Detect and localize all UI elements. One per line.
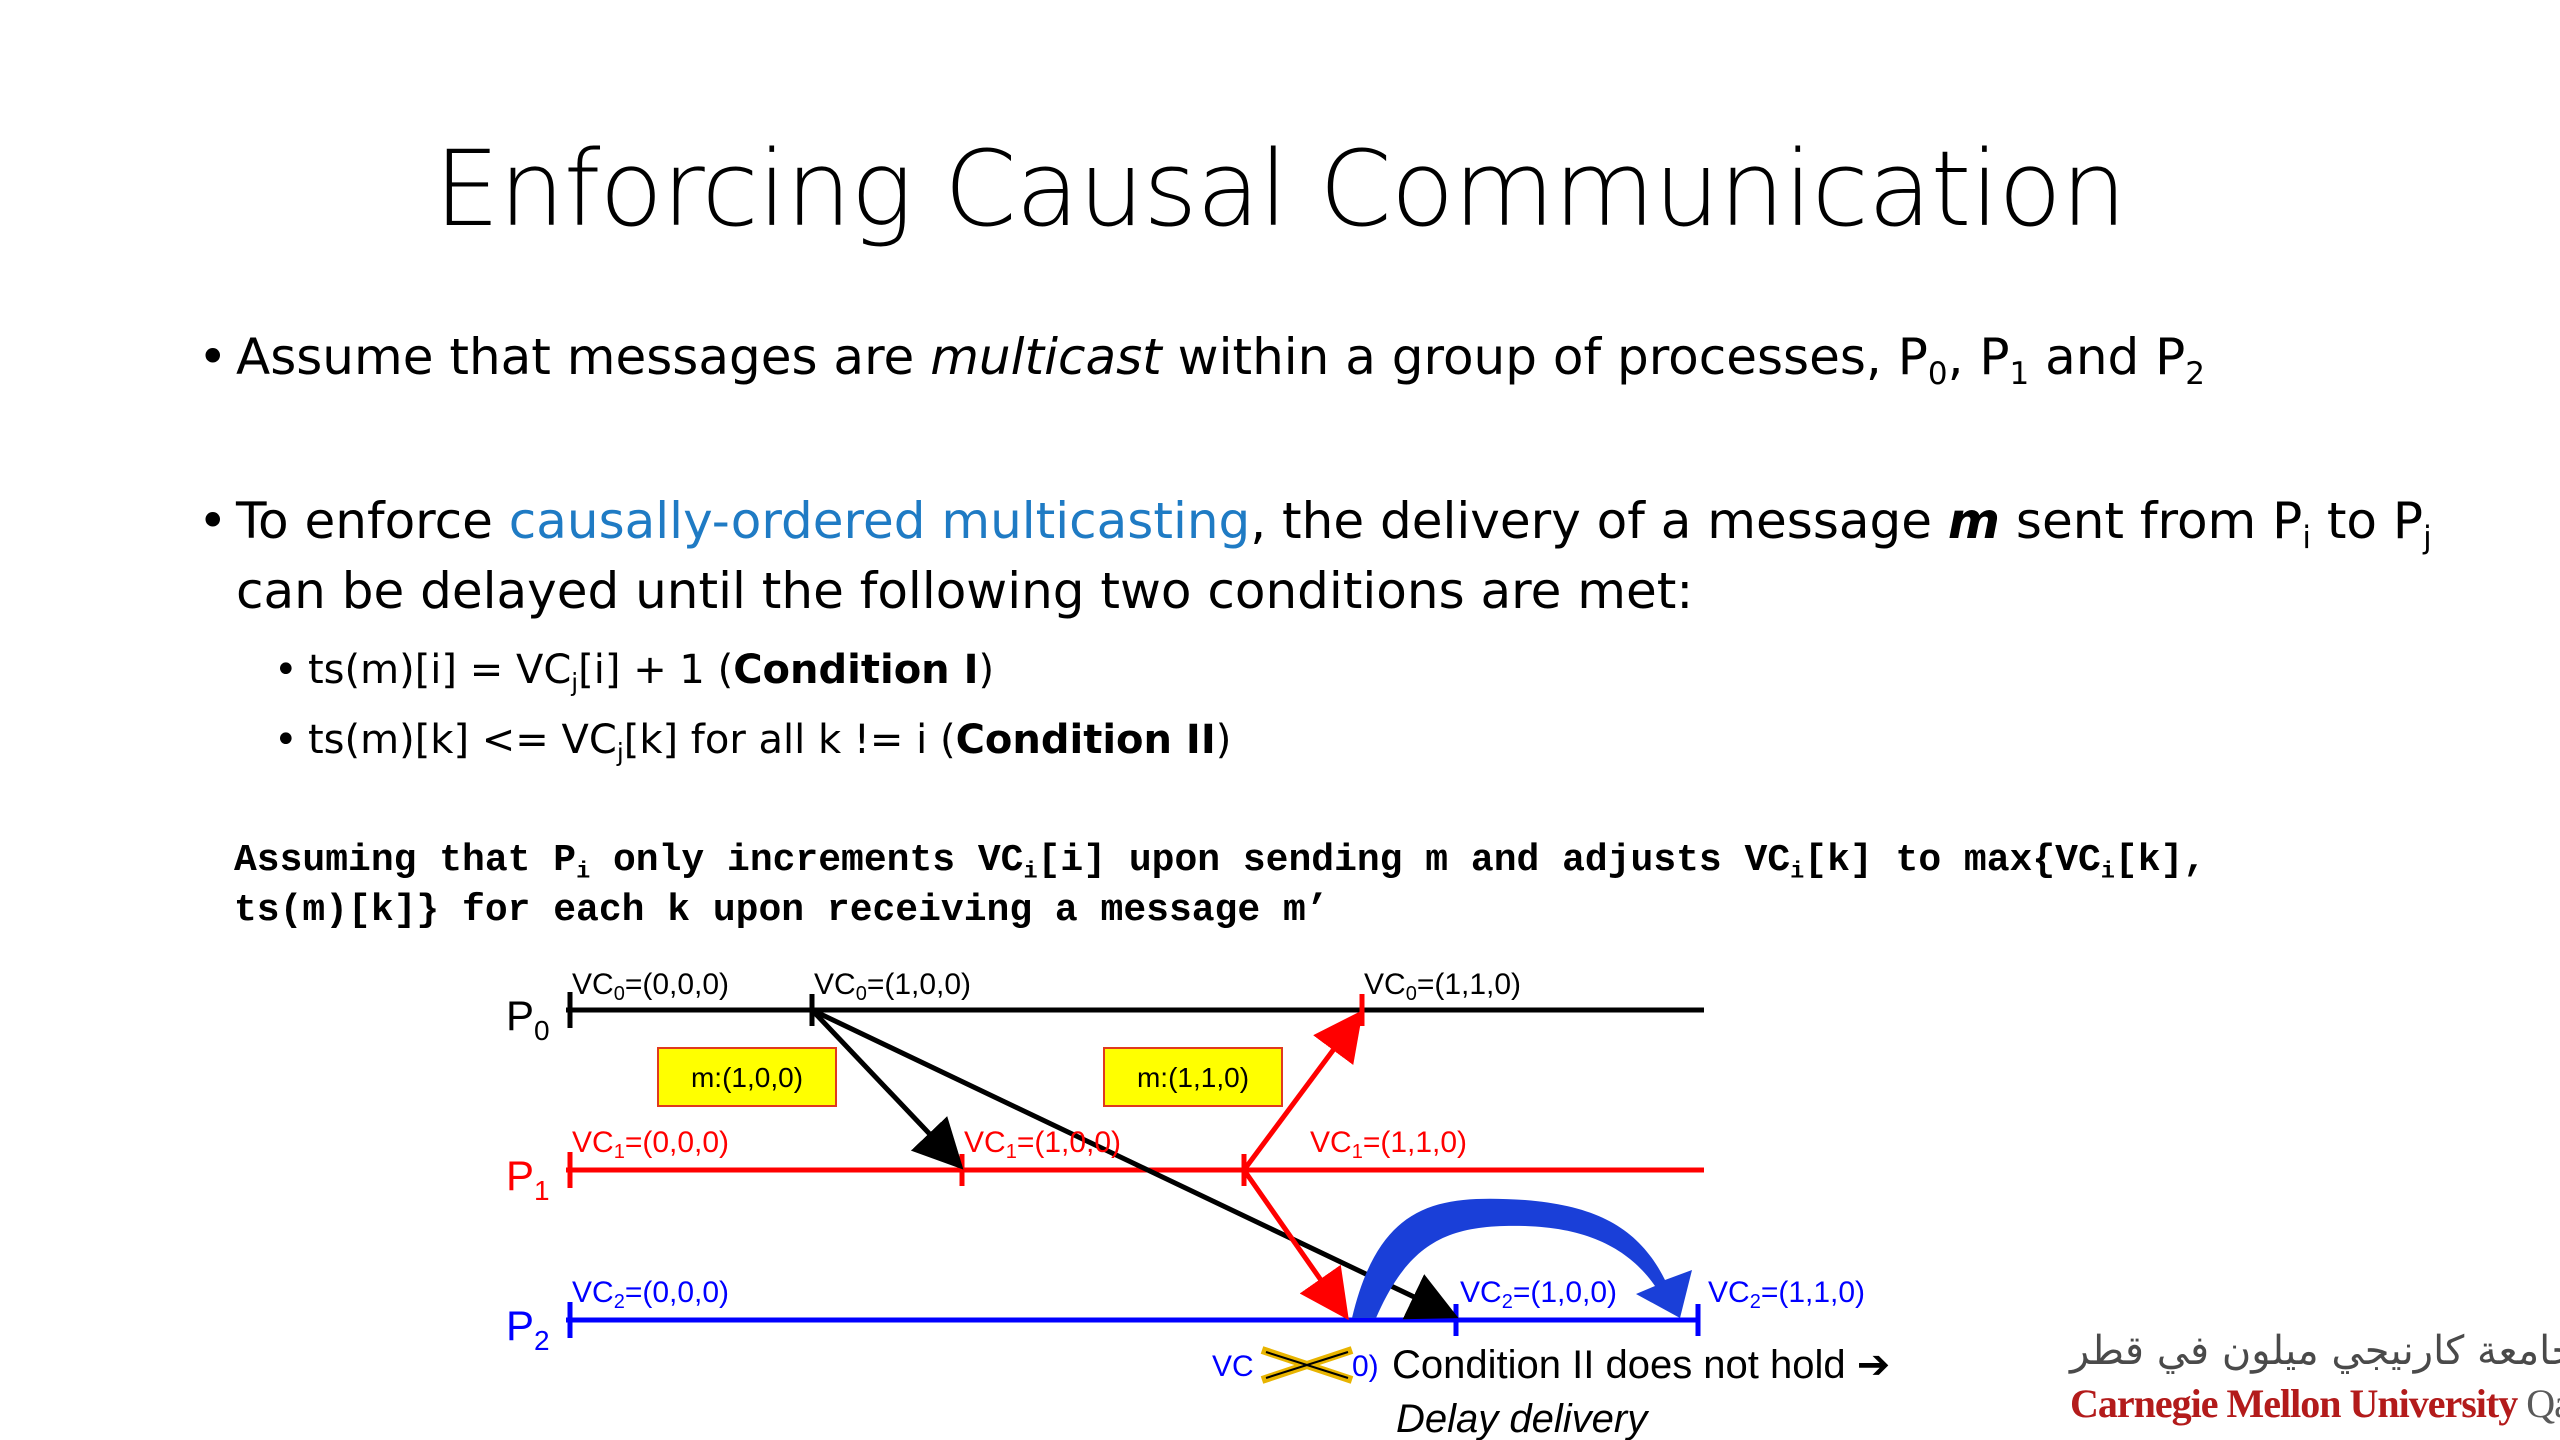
- logo-english: Carnegie Mellon University Qatar: [2070, 1381, 2560, 1426]
- message-p1-to-p0: [1241, 1009, 1363, 1172]
- message-box-1-label: m:(1,0,0): [691, 1062, 803, 1093]
- assumption-text: Assuming that Pi only increments VCi[i] …: [234, 839, 2207, 932]
- bullet-multicast: • Assume that messages are multicast wit…: [198, 322, 2205, 392]
- p0-vc-initial: VC0=(0,0,0): [572, 968, 729, 1005]
- causal-multicast-link[interactable]: causally-ordered multicasting: [508, 492, 1251, 550]
- delay-note: Delay delivery: [1396, 1397, 1650, 1440]
- p1-vc-after-send: VC1=(1,1,0): [1310, 1126, 1467, 1163]
- bullet-enforce: • To enforce causally-ordered multicasti…: [198, 486, 2432, 626]
- rejected-cross-icon: [1260, 1346, 1354, 1384]
- bullet-dot: •: [274, 647, 298, 693]
- p1-vc-after-receive: VC1=(1,0,0): [964, 1126, 1121, 1163]
- message-box-2-label: m:(1,1,0): [1137, 1062, 1249, 1093]
- message-p1-to-p2: [1241, 1168, 1349, 1321]
- right-arrow-icon: ➔: [1857, 1342, 1891, 1388]
- condition-note: Condition II does not hold ➔: [1392, 1342, 1890, 1388]
- process-p0-label: P0: [506, 992, 550, 1046]
- p0-vc-after-send: VC0=(1,0,0): [814, 968, 971, 1005]
- delay-curve-arrow: [1352, 1198, 1692, 1318]
- slide-title: Enforcing Causal Communication: [434, 128, 2127, 250]
- p1-vc-initial: VC1=(0,0,0): [572, 1126, 729, 1163]
- p0-vc-after-receive: VC0=(1,1,0): [1364, 968, 1521, 1005]
- p2-vc-after-second: VC2=(1,1,0): [1708, 1276, 1865, 1313]
- bullet-dot: •: [198, 492, 228, 550]
- p2-vc-rejected-suffix: 0): [1352, 1350, 1379, 1383]
- p2-vc-initial: VC2=(0,0,0): [572, 1276, 729, 1313]
- condition-one: • ts(m)[i] = VCj[i] + 1 (Condition I): [274, 642, 994, 698]
- bullet-dot: •: [198, 328, 228, 386]
- condition-two: • ts(m)[k] <= VCj[k] for all k != i (Con…: [274, 712, 1231, 768]
- p2-vc-after-first: VC2=(1,0,0): [1460, 1276, 1617, 1313]
- message-p0-to-p1: [810, 1008, 964, 1170]
- message-box-1: [657, 1047, 837, 1107]
- cmu-qatar-logo: جامعة كارنيجي ميلون في قطر Carnegie Mell…: [2060, 1328, 2560, 1438]
- process-p2-label: P2: [506, 1302, 550, 1356]
- message-box-2: [1103, 1047, 1283, 1107]
- process-p1-label: P1: [506, 1152, 550, 1206]
- bullet-dot: •: [274, 717, 298, 763]
- logo-arabic: جامعة كارنيجي ميلون في قطر: [2070, 1328, 2560, 1374]
- p2-vc-rejected-prefix: VC: [1212, 1350, 1254, 1383]
